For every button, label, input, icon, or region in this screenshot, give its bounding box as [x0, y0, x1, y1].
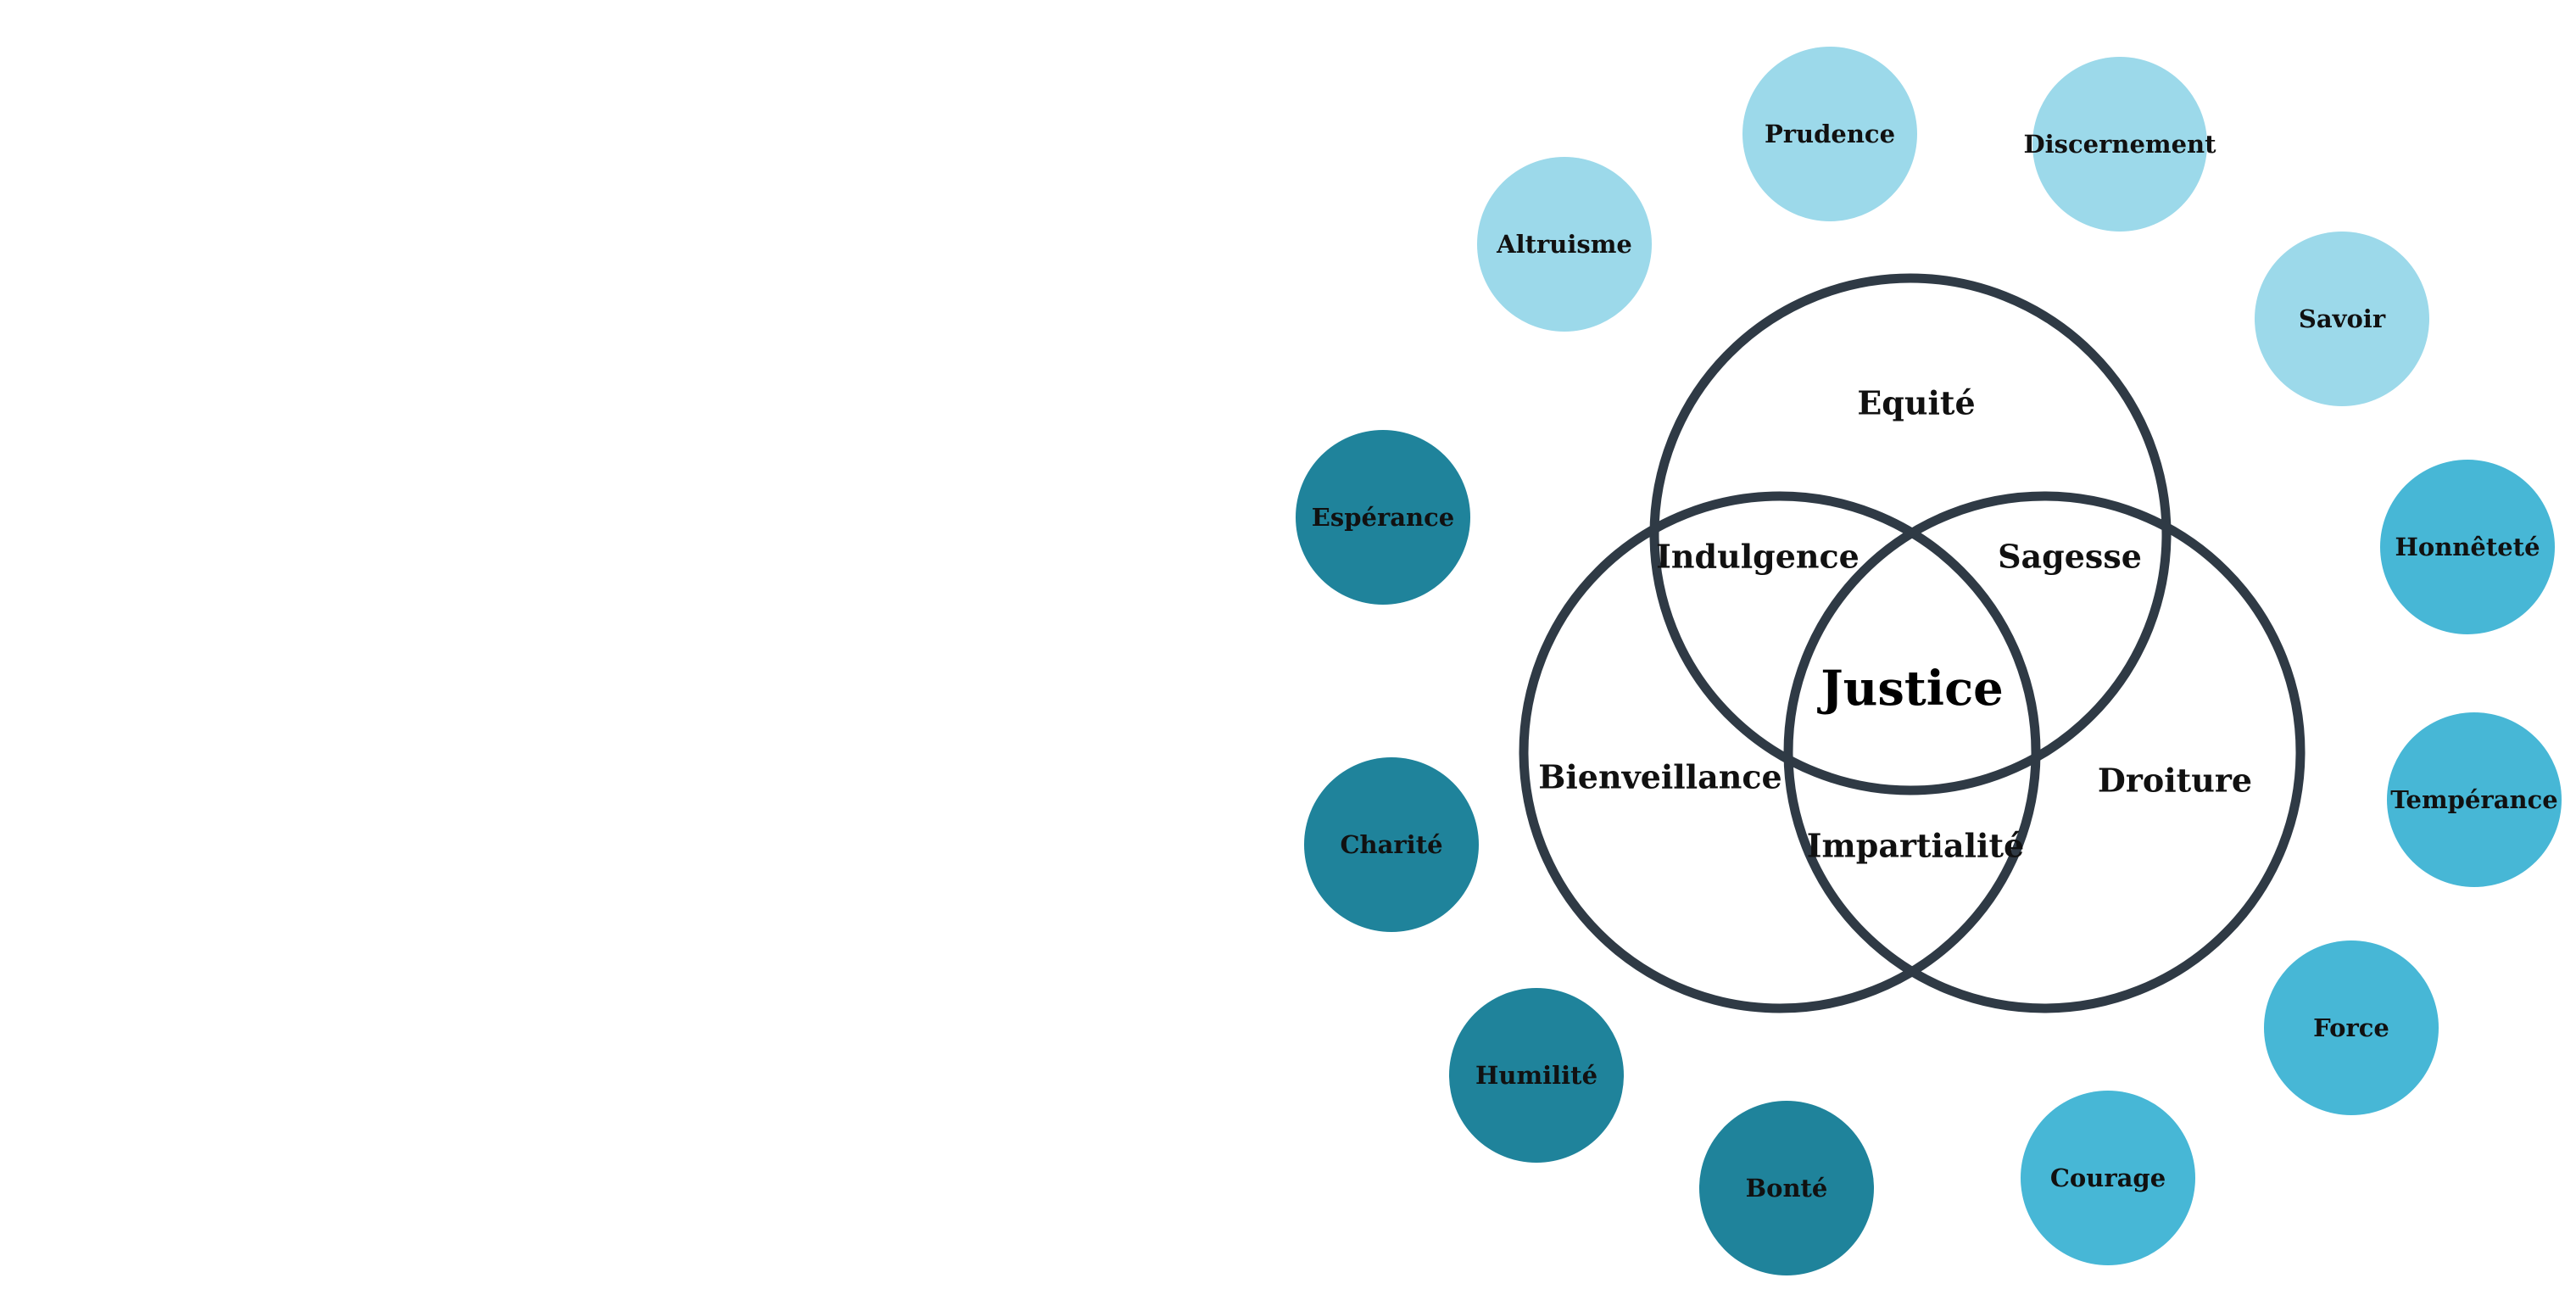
venn-label-top-right: Sagesse: [1998, 538, 2142, 576]
venn-circle-right: [1783, 491, 2306, 1013]
virtue-node-savoir: Savoir: [2255, 232, 2429, 406]
virtue-circle: [2021, 1091, 2195, 1265]
virtue-node-altruisme: Altruisme: [1477, 157, 1652, 332]
virtue-label: Prudence: [1765, 120, 1895, 148]
virtue-label: Charité: [1340, 830, 1442, 859]
virtue-label: Altruisme: [1496, 230, 1632, 259]
virtue-circle: [2264, 940, 2439, 1115]
virtue-circle: [1449, 988, 1624, 1163]
virtue-circle: [2032, 57, 2207, 232]
virtue-node-temperance: Tempérance: [2387, 712, 2562, 887]
virtue-circle: [2255, 232, 2429, 406]
venn-label-top-left: Indulgence: [1656, 538, 1860, 576]
virtue-circle: [1742, 47, 1917, 221]
virtue-ring: Prudence Discernement Altruisme Savoir H…: [1296, 47, 2562, 1275]
virtue-node-force: Force: [2264, 940, 2439, 1115]
venn-label-center: Justice: [1816, 661, 2004, 717]
virtue-label: Courage: [2050, 1164, 2166, 1192]
virtue-label: Tempérance: [2390, 785, 2557, 814]
virtue-label: Espérance: [1312, 503, 1454, 532]
virtue-label: Bonté: [1746, 1174, 1828, 1203]
virtue-circle: [2387, 712, 2562, 887]
venn-label-top: Equité: [1857, 384, 1975, 422]
virtue-circle: [1477, 157, 1652, 332]
virtue-node-humilite: Humilité: [1449, 988, 1624, 1163]
virtue-node-courage: Courage: [2021, 1091, 2195, 1265]
virtue-label: Honnêteté: [2395, 533, 2540, 561]
virtue-node-discernement: Discernement: [2023, 57, 2216, 232]
venn-diagram: Equité Indulgence Sagesse Justice Bienve…: [1519, 273, 2306, 1013]
virtue-node-prudence: Prudence: [1742, 47, 1917, 221]
virtue-node-honnetete: Honnêteté: [2380, 460, 2555, 634]
virtue-label: Force: [2313, 1013, 2389, 1042]
virtue-label: Savoir: [2299, 304, 2386, 333]
virtue-circle: [2380, 460, 2555, 634]
virtue-node-bonte: Bonté: [1699, 1101, 1874, 1275]
venn-circle-left: [1519, 491, 2041, 1013]
virtue-circle: [1699, 1101, 1874, 1275]
virtue-circle: [1304, 757, 1479, 932]
virtue-label: Discernement: [2023, 130, 2216, 159]
virtue-label: Humilité: [1475, 1061, 1597, 1090]
virtue-node-charite: Charité: [1304, 757, 1479, 932]
virtue-node-esperance: Espérance: [1296, 430, 1470, 605]
venn-label-left: Bienveillance: [1538, 758, 1782, 796]
virtue-circle: [1296, 430, 1470, 605]
venn-label-bottom: Impartialité: [1807, 827, 2024, 865]
venn-label-right: Droiture: [2098, 762, 2252, 800]
